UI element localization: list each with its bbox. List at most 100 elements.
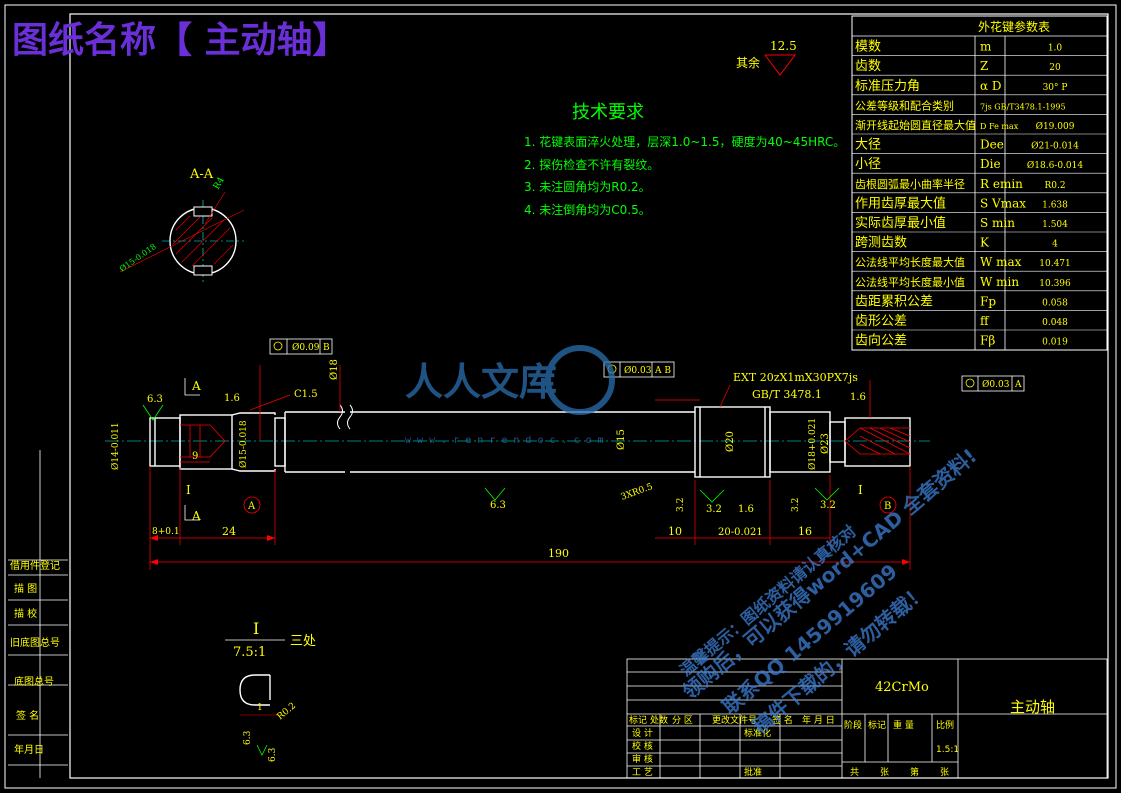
spline-row-value: Ø18.6-0.014 xyxy=(1027,160,1083,171)
material: 42CrMo xyxy=(875,680,929,695)
spline-row-name: 公法线平均长度最小值 xyxy=(855,275,965,289)
spline-row-value: 0.048 xyxy=(1042,318,1068,328)
spline-row-name: 标准压力角 xyxy=(855,79,920,94)
dim-10: 10 xyxy=(668,525,682,538)
section-a-a: A-A R4 Ø15-0.018 xyxy=(118,167,245,282)
spline-row-symbol: Die xyxy=(980,157,1001,171)
tb-label-mark: 标记 xyxy=(629,714,647,726)
spline-row-symbol: 7js GB/T3478.1-1995 xyxy=(980,102,1066,111)
side-label-sign: 签 名 xyxy=(16,709,39,722)
tb-total: 共 xyxy=(850,767,859,778)
spline-row-name: 齿距累积公差 xyxy=(855,294,933,309)
spline-row-name: 公差等级和配合类别 xyxy=(855,98,954,112)
dim-d18: Ø18+0.021 xyxy=(807,418,818,470)
marker-a-bottom: A xyxy=(191,509,201,523)
spline-row-name: 作用齿厚最大值 xyxy=(855,195,946,211)
dim-total: 190 xyxy=(548,547,569,560)
rough-rest-value: 12.5 xyxy=(770,39,797,53)
spline-row-symbol: W min xyxy=(980,275,1019,289)
detail-scale: 7.5:1 xyxy=(233,645,266,660)
section-r-label: R4 xyxy=(212,175,227,191)
datum-a: A xyxy=(247,501,256,512)
dim-9: 9 xyxy=(192,451,198,462)
section-label: A-A xyxy=(189,167,214,182)
dim-1-6-c: 1.6 xyxy=(850,392,866,403)
spline-table-title: 外花键参数表 xyxy=(978,19,1050,34)
rough-rest-label: 其余 xyxy=(736,55,760,70)
spline-row-value: 1.504 xyxy=(1042,220,1068,230)
marker-i-right: I xyxy=(858,483,863,497)
spline-row-value: Ø21-0.014 xyxy=(1031,141,1079,152)
dim-c1-5: C1.5 xyxy=(294,389,318,400)
rough-3-2-b: 3.2 xyxy=(706,504,722,515)
tech-item-1: 1. 花键表面淬火处理，层深1.0~1.5，硬度为40~45HRC。 xyxy=(524,134,845,149)
side-label-borrow: 借用件登记 xyxy=(10,559,60,572)
tb-std: 标准化 xyxy=(744,727,771,739)
tb-approve: 批准 xyxy=(744,766,762,778)
tb-label-sign: 签 名 xyxy=(772,714,793,726)
spline-row-symbol: Dee xyxy=(980,138,1004,152)
spline-callout-line2: GB/T 3478.1 xyxy=(752,388,822,401)
detail-rough-2: 6.3 xyxy=(268,747,278,762)
spline-row-symbol: D Fe max xyxy=(980,122,1019,131)
section-dia-label: Ø15-0.018 xyxy=(118,242,158,274)
side-label-base-no: 底图总号 xyxy=(14,675,54,688)
tb-row-craft: 工 艺 xyxy=(632,767,653,778)
spline-row-symbol: K xyxy=(980,236,990,250)
gdt-2-ref: A B xyxy=(654,366,671,376)
spline-row-value: 30° P xyxy=(1043,83,1068,93)
spline-row-value: 0.058 xyxy=(1042,298,1068,308)
title-block xyxy=(626,658,1108,779)
shaft-main-view xyxy=(105,404,930,478)
spline-row-value: 1.638 xyxy=(1042,200,1068,210)
tb-ratio-value: 1.5:1 xyxy=(936,745,959,755)
tb-ratio: 比例 xyxy=(936,719,954,731)
spline-row-name: 公法线平均长度最大值 xyxy=(855,255,965,269)
tb-label-zone: 分 区 xyxy=(672,715,693,726)
gdt-3-ref: A xyxy=(1014,380,1022,390)
gdt-1-value: Ø0.09 xyxy=(292,342,320,353)
side-label-trace: 描 图 xyxy=(14,582,37,595)
spline-row-value: R0.2 xyxy=(1044,181,1065,191)
spline-row-symbol: S Vmax xyxy=(980,196,1026,210)
dim-1-6-b: 1.6 xyxy=(738,504,754,515)
marker-a-top: A xyxy=(191,379,201,393)
datum-b: B xyxy=(884,501,891,512)
spline-row-value: Ø19.009 xyxy=(1036,121,1075,132)
spline-row-name: 实际齿厚最小值 xyxy=(855,215,946,231)
rough-3-2-a: 3.2 xyxy=(676,498,686,512)
watermark-site: 人人文库 xyxy=(405,360,557,404)
gdt-frame-2: Ø0.03 A B xyxy=(603,361,675,378)
tb-label-date: 年 月 日 xyxy=(802,714,835,726)
detail-dim-1: 1 xyxy=(257,703,263,713)
dimension-arrows xyxy=(150,535,910,565)
spline-row-name: 小径 xyxy=(855,157,881,172)
dim-24: 24 xyxy=(222,525,236,538)
spline-row-value: 10.396 xyxy=(1039,279,1071,289)
marker-i-left: I xyxy=(186,483,191,497)
side-label-date: 年月日 xyxy=(14,743,44,756)
dim-d18-top: Ø18 xyxy=(329,359,340,380)
spline-row-name: 齿根圆弧最小曲率半径 xyxy=(855,177,965,191)
detail-i: I 7.5:1 三处 1 R0.2 6.3 6.3 xyxy=(225,619,316,762)
spline-row-value: 4 xyxy=(1052,240,1058,250)
rough-6-3-b: 6.3 xyxy=(490,500,506,511)
tb-row-design: 设 计 xyxy=(632,727,653,739)
spline-row-symbol: Z xyxy=(980,59,988,73)
dim-8: 8+0.1 xyxy=(152,527,180,537)
spline-row-symbol: S min xyxy=(980,216,1015,230)
spline-row-symbol: Fp xyxy=(980,294,996,308)
inner-border xyxy=(69,13,1109,779)
dim-d15b: Ø15 xyxy=(616,429,627,450)
drawing-title: 图纸名称【 主动轴】 xyxy=(12,20,349,61)
tb-mark: 标记 xyxy=(868,719,886,731)
watermark-url: w w w . r e n r e n d o c . c o m xyxy=(405,435,604,446)
detail-rough-1: 6.3 xyxy=(243,730,253,745)
dim-d23: Ø23 xyxy=(820,433,831,454)
detail-r: R0.2 xyxy=(276,701,299,722)
section-markers: A A I I A B xyxy=(184,378,897,523)
rough-3-2-d: 3.2 xyxy=(820,500,836,511)
spline-row-symbol: m xyxy=(980,40,992,54)
